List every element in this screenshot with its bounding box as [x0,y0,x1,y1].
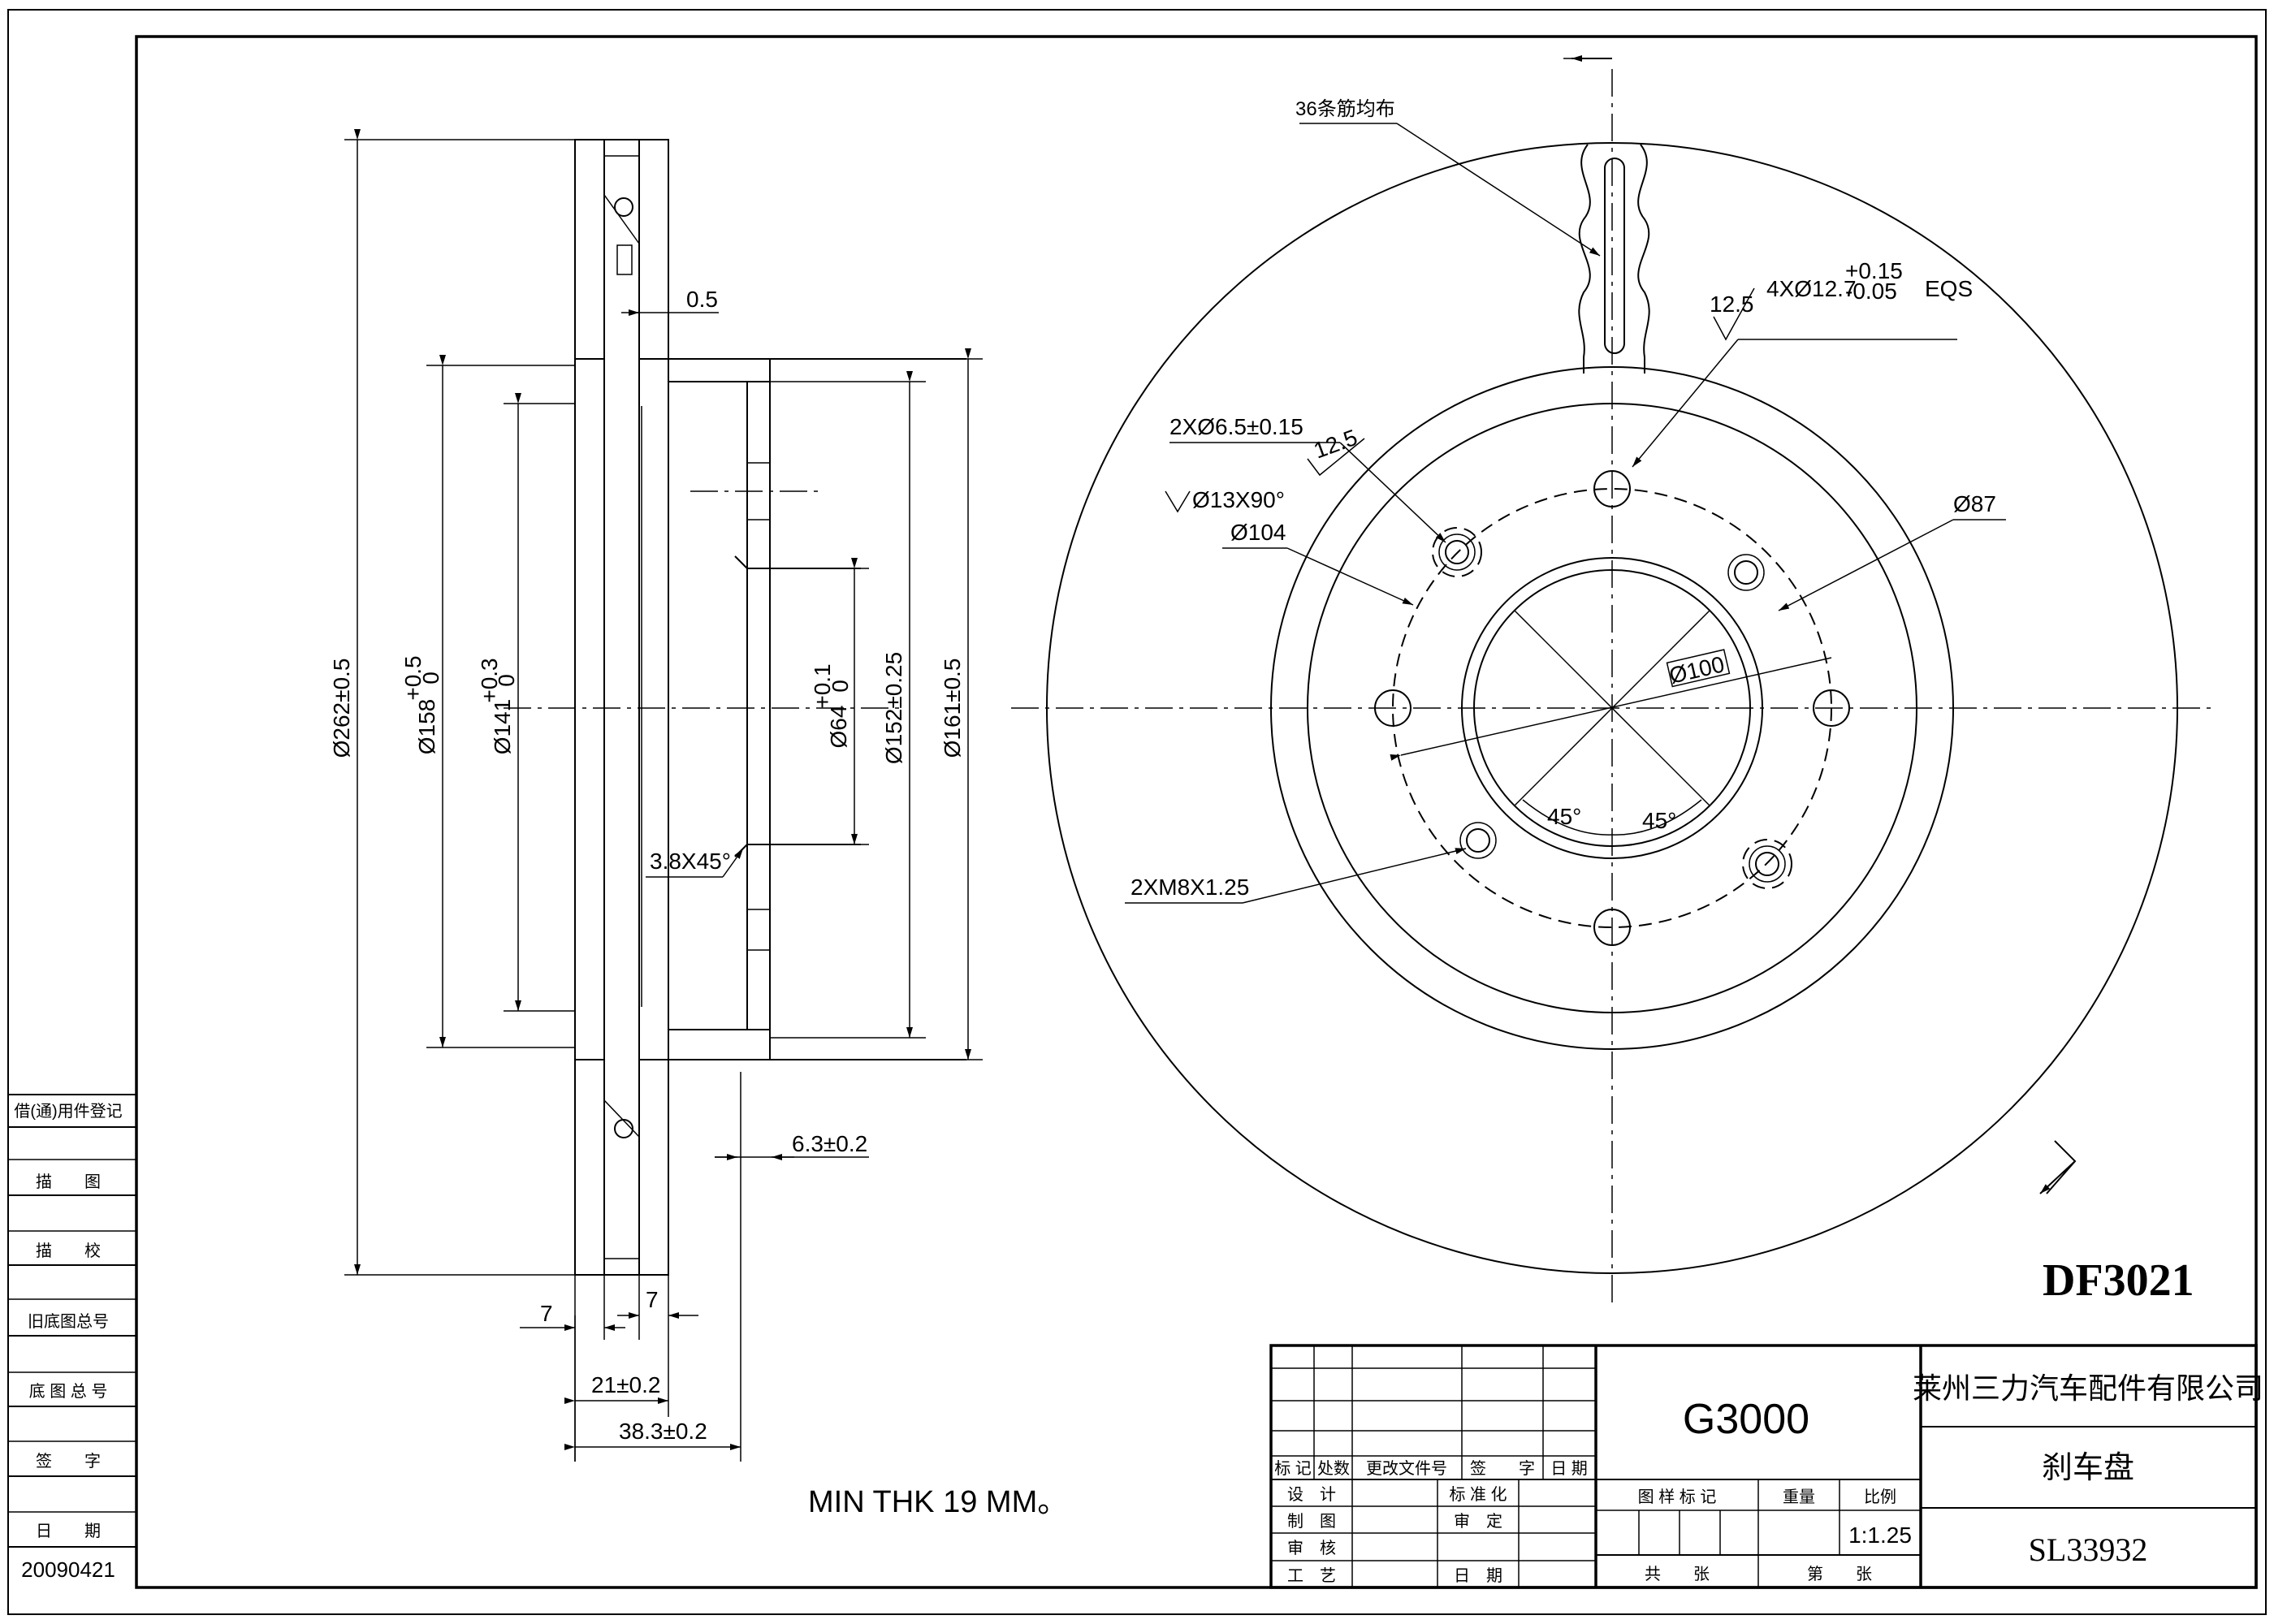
dim-d104: Ø104 [1230,520,1286,545]
dim-d64: Ø64 [826,706,851,749]
strip-label-borrow: 借(通)用件登记 [14,1102,122,1121]
hdr-change-doc: 更改文件号 [1366,1459,1447,1478]
front-view: 36条筋均布 12.5 4XØ12.7 +0.15 -0.05 EQS 2XØ6… [1011,55,2217,1307]
strip-label-date: 日 期 [36,1522,101,1540]
strip-label-draw: 描 图 [36,1173,101,1191]
dim-d158: Ø158 [414,699,439,755]
thread-spec: 2XM8X1.25 [1131,875,1249,900]
dim-d64-tol0: 0 [828,680,853,693]
strip-label-sign: 签 字 [36,1452,101,1471]
ribs-note: 36条筋均布 [1295,98,1395,120]
outer-border [7,9,2267,1615]
strip-date-value: 20090421 [21,1557,115,1582]
role-standard: 标 准 化 [1449,1485,1507,1504]
role-approve: 审 定 [1454,1512,1502,1531]
stud-tol-plus: +0.15 [1845,258,1903,283]
dim-pad-right: 7 [646,1287,659,1312]
dim-d141-tol0: 0 [494,674,519,687]
dim-d141: Ø141 [490,699,515,755]
small-holes [1432,527,1792,889]
dim-d158-tol: +0.5 [400,655,426,700]
strip-label-base-no: 底 图 总 号 [29,1382,108,1401]
dim-chamfer: 3.8X45° [650,849,731,874]
countersink-spec: Ø13X90° [1192,487,1285,512]
weight-label: 重量 [1783,1488,1815,1506]
angle-left: 45° [1547,804,1581,829]
dim-d161: Ø161±0.5 [940,659,965,758]
hdr-count: 处数 [1317,1459,1350,1478]
role-check: 审 核 [1287,1539,1336,1557]
dim-d141-tol: +0.3 [477,658,502,702]
dim-d87: Ø87 [1953,491,1996,516]
role-date: 日 期 [1454,1567,1502,1585]
side-section-view: Ø262±0.5 Ø158 +0.5 0 Ø141 +0.3 0 Ø64 +0.… [329,129,1068,1519]
stud-holes [1374,470,1850,946]
left-registration-strip: 借(通)用件登记 描 图 描 校 旧底图总号 底 图 总 号 签 字 日 期 2… [8,1094,136,1582]
roughness-top: 12.5 [1710,292,1754,317]
small-holes-spec: 2XØ6.5±0.15 [1169,414,1303,439]
hdr-mark: 标 记 [1274,1459,1312,1478]
angle-right: 45° [1642,808,1676,833]
scale-value: 1:1.25 [1848,1522,1912,1548]
hdr-sign: 签 字 [1470,1459,1535,1478]
company-name: 莱州三力汽车配件有限公司 [1913,1371,2263,1405]
dim-total-height: 38.3±0.2 [619,1419,707,1444]
sheet-number: 第 张 [1807,1565,1872,1583]
dim-disc-thk: 21±0.2 [591,1372,660,1397]
dim-d64-tol: +0.1 [810,663,835,708]
dim-pad-left: 7 [540,1301,553,1326]
dim-hat-thk: 6.3±0.2 [792,1131,867,1156]
role-draw: 制 图 [1287,1512,1336,1531]
title-block: 标 记 处数 更改文件号 签 字 日 期 设 计 制 图 审 核 工 艺 标 准… [1269,1344,2263,1589]
strip-label-check: 描 校 [36,1242,101,1260]
scale-label: 比例 [1864,1488,1896,1506]
dim-d158-tol0: 0 [418,672,443,685]
role-design: 设 计 [1287,1485,1336,1504]
role-process: 工 艺 [1287,1566,1336,1585]
dim-gap: 0.5 [686,287,718,312]
dim-d262: Ø262±0.5 [329,659,354,758]
total-sheets: 共 张 [1645,1565,1710,1583]
part-name: 刹车盘 [2042,1451,2134,1485]
hdr-date: 日 期 [1550,1460,1588,1478]
stud-tol-minus: -0.05 [1845,279,1897,304]
dim-d152: Ø152±0.25 [881,652,906,764]
roughness-left: 12.5 [1310,425,1360,464]
min-thickness-note: MIN THK 19 MM。 [808,1485,1068,1519]
eqs-label: EQS [1925,276,1973,301]
drawing-number: SL33932 [2029,1531,2148,1568]
strip-label-old-no: 旧底图总号 [28,1312,109,1331]
stud-holes-spec: 4XØ12.7 [1766,276,1857,301]
inner-border [135,35,2258,1589]
sample-mark-label: 图 样 标 记 [1638,1488,1717,1506]
part-number-label: DF3021 [2043,1255,2194,1306]
material-label: G3000 [1683,1396,1809,1443]
rib-section-detail [1578,144,1650,374]
